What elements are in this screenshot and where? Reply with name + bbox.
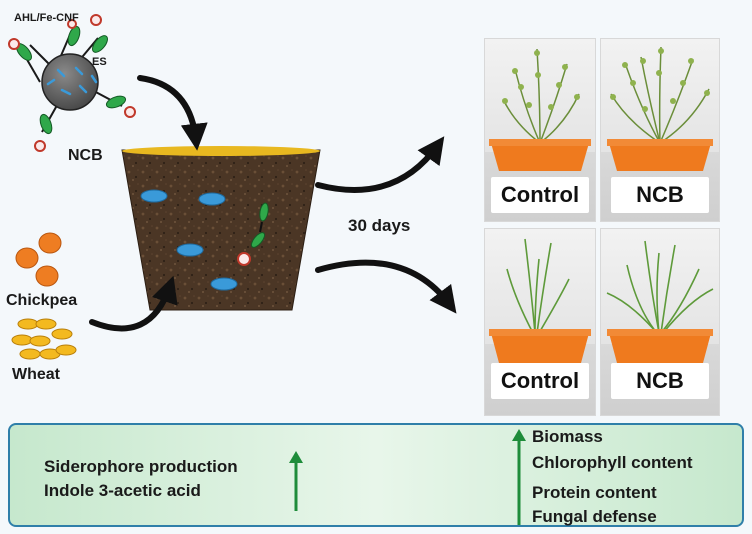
wheat-control-plant	[489, 238, 591, 363]
bacteria-in-soil	[237, 202, 269, 266]
photo-chickpea-ncb: NCB	[600, 38, 720, 222]
panel-right-item: Chlorophyll content	[532, 453, 693, 472]
chickpea-control-plant	[489, 48, 591, 171]
ncb-particle	[8, 14, 136, 152]
panel-right-item: Biomass	[532, 427, 603, 446]
photo-wheat-control: Control	[484, 228, 596, 416]
chickpea-label: Chickpea	[6, 292, 78, 309]
arrow-to-wheat-results	[315, 259, 457, 314]
photo-label-chickpea-control: Control	[491, 177, 589, 213]
arrow-ncb-to-pot	[137, 75, 208, 151]
wheat-ncb-plant	[606, 240, 714, 363]
panel-left-item: Indole 3-acetic acid	[44, 481, 201, 500]
results-panel: Siderophore production Indole 3-acetic a…	[8, 423, 744, 527]
chickpea-ncb-plant	[607, 46, 713, 171]
duration-label: 30 days	[348, 216, 411, 235]
panel-right-item: Protein content	[532, 483, 657, 502]
es-label: ES	[92, 56, 107, 68]
panel-left-item: Siderophore production	[44, 457, 238, 476]
ncb-label: NCB	[68, 147, 103, 164]
up-arrow-icon	[512, 429, 526, 525]
chickpea-seeds	[15, 232, 62, 287]
soil-pot	[121, 146, 321, 311]
arrow-to-chickpea-results	[315, 136, 445, 193]
wheat-label: Wheat	[12, 366, 60, 383]
arrow-seeds-to-pot	[89, 275, 178, 332]
photo-label-wheat-control: Control	[491, 363, 589, 399]
wheat-seeds	[11, 318, 77, 360]
panel-right-item: Fungal defense	[532, 507, 657, 526]
coating-label: AHL/Fe-CNF	[14, 12, 79, 24]
photo-chickpea-control: Control	[484, 38, 596, 222]
up-arrow-icon	[289, 451, 303, 511]
photo-wheat-ncb: NCB	[600, 228, 720, 416]
photo-label-chickpea-ncb: NCB	[611, 177, 709, 213]
photo-label-wheat-ncb: NCB	[611, 363, 709, 399]
